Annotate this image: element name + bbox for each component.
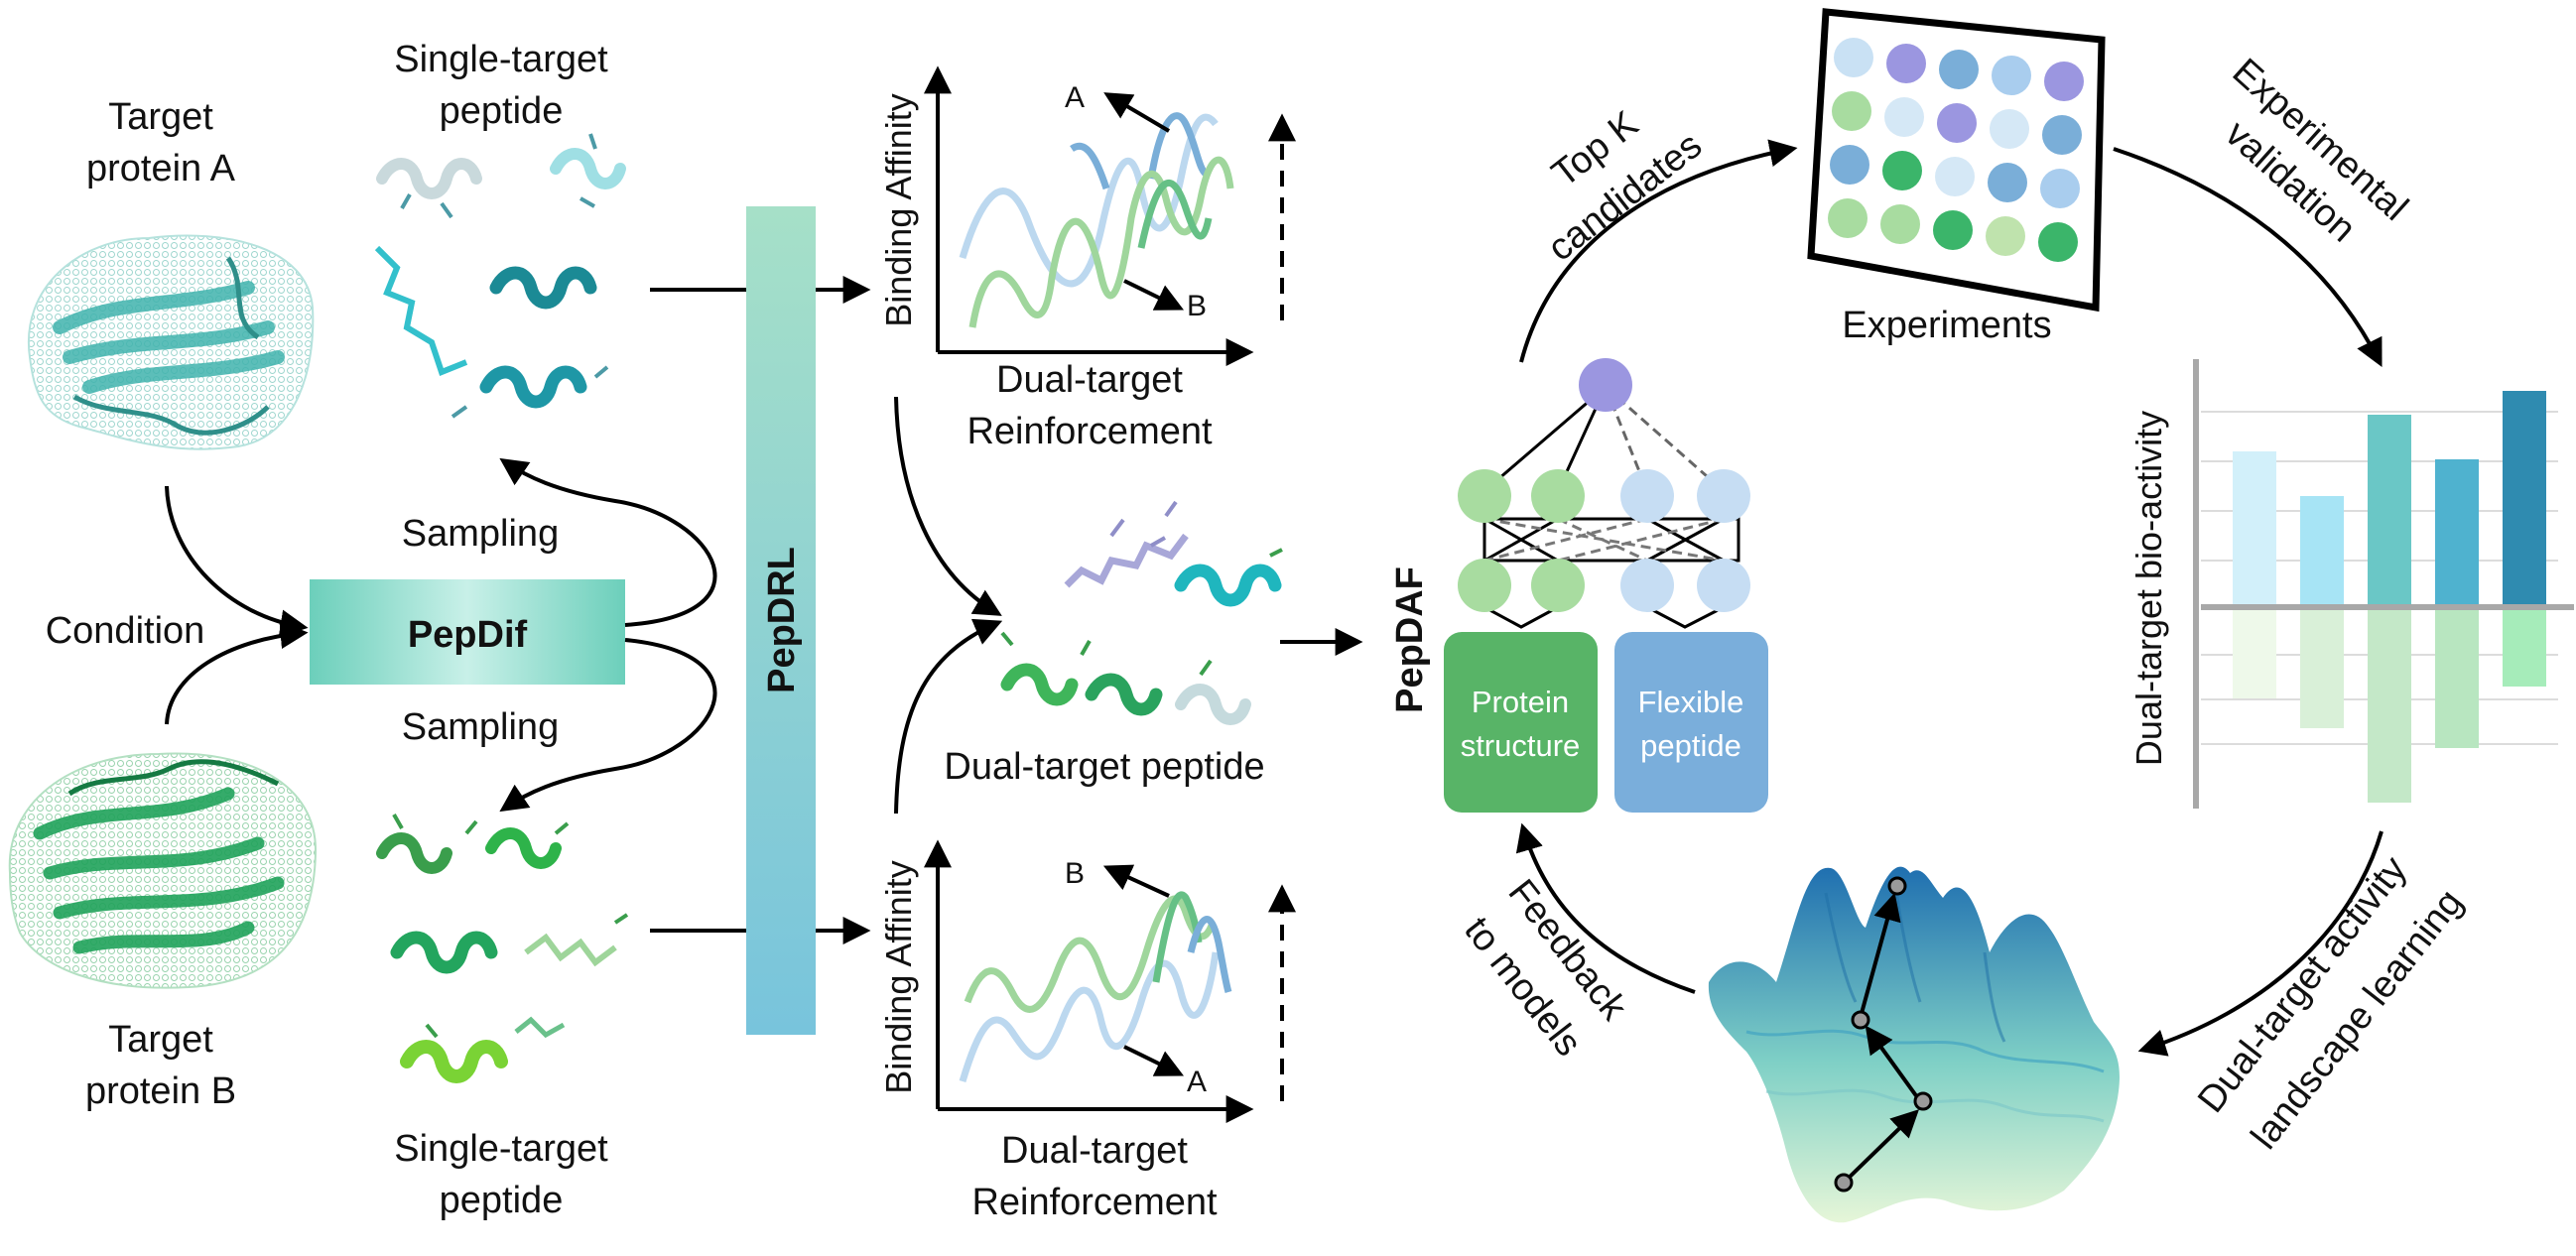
- plot-top-marker-up: A: [1065, 81, 1085, 114]
- plot-top-arrow-up: [1103, 92, 1171, 133]
- plot-top-xlabel-line2: Reinforcement: [966, 411, 1213, 452]
- plot-bottom-curve-green-dark: [1152, 891, 1203, 983]
- single-target-peptides-bottom-icon: [376, 814, 629, 1083]
- protein-structure-label-line2: structure: [1461, 728, 1581, 763]
- plot-bottom-marker-up: B: [1065, 857, 1085, 890]
- protein-b-label-line1: Target: [108, 1019, 213, 1061]
- arrow-pepdif-to-top-peptides: [499, 457, 717, 627]
- arrow-protein-b-to-pepdif: [165, 621, 309, 725]
- plot-bottom-arrow-down: [1123, 1045, 1185, 1076]
- protein-structure-a-icon: [27, 234, 315, 450]
- single-target-top-line2: peptide: [440, 90, 564, 132]
- plot-top-ylabel: Binding Affinity: [878, 93, 919, 327]
- bio-bar-4: [2435, 459, 2479, 607]
- plot-top-curve-blue: [1070, 112, 1209, 190]
- bio-bar-neg-4: [2435, 609, 2479, 748]
- protein-b-label-line2: protein B: [85, 1070, 236, 1112]
- plot-top-arrow-down: [1123, 279, 1185, 311]
- pepdrl-bar: [746, 206, 816, 1035]
- condition-label: Condition: [46, 610, 205, 652]
- binding-affinity-plot-top: Binding Affinity A B Dual-target Reinfor…: [878, 65, 1296, 452]
- arrow-landscape-to-pepdaf: [1515, 822, 1696, 994]
- pepdif-label: PepDif: [408, 614, 528, 656]
- sampling-top-label: Sampling: [402, 513, 559, 555]
- protein-structure-box: [1444, 632, 1598, 813]
- experiments-label: Experiments: [1842, 305, 2051, 346]
- plot-top-xlabel-line1: Dual-target: [996, 359, 1183, 401]
- flexible-peptide-box: [1614, 632, 1768, 813]
- plot-top-curve-green-dark: [1137, 180, 1213, 249]
- pepdif-box: [310, 579, 625, 685]
- arrow-experiments-to-validation: [2113, 147, 2383, 367]
- bio-bar-2: [2300, 496, 2344, 607]
- arrow-bottom-plot-to-dual: [894, 618, 1003, 815]
- protein-structure-b-icon: [8, 752, 318, 989]
- sampling-bottom-label: Sampling: [402, 706, 559, 748]
- bio-bar-5: [2503, 391, 2546, 607]
- dual-target-peptides-icon: [1000, 500, 1283, 725]
- single-target-bottom-line2: peptide: [440, 1180, 564, 1221]
- single-target-peptides-top-icon: [374, 133, 626, 419]
- bioactivity-bar-chart: Dual-target bio-activity: [2128, 359, 2574, 809]
- bio-bar-neg-1: [2233, 609, 2276, 698]
- well-plate-icon: [1807, 8, 2106, 313]
- arrow-protein-a-to-pepdif: [165, 485, 309, 638]
- bio-bar-neg-3: [2368, 609, 2411, 803]
- plot-bottom-curve-green: [964, 895, 1217, 1013]
- bio-bar-neg-2: [2300, 609, 2344, 728]
- plot-bottom-marker-down: A: [1187, 1066, 1207, 1098]
- activity-landscape-icon: [1708, 866, 2120, 1223]
- plot-top-curve-green: [968, 156, 1234, 328]
- plot-bottom-curve-light-blue: [959, 951, 1220, 1083]
- protein-structure-label-line1: Protein: [1472, 685, 1569, 719]
- bio-bar-neg-5: [2503, 609, 2546, 687]
- arrow-pepdaf-to-experiments: [1519, 139, 1798, 363]
- bioactivity-axis-label: Dual-target bio-activity: [2128, 411, 2169, 766]
- protein-a-label-line2: protein A: [86, 148, 236, 189]
- pepdaf-label: PepDAF: [1389, 566, 1431, 713]
- flexible-peptide-label-line1: Flexible: [1638, 685, 1744, 719]
- plot-top-marker-down: B: [1187, 290, 1207, 322]
- single-target-top-line1: Single-target: [394, 39, 608, 80]
- arrow-top-plot-to-dual: [894, 396, 1002, 616]
- bio-bar-1: [2233, 451, 2276, 607]
- arrow-pepdif-to-bottom-peptides: [499, 638, 717, 813]
- binding-affinity-plot-bottom: Binding Affinity B A Dual-target Reinfor…: [878, 839, 1296, 1223]
- plot-bottom-curve-blue: [1187, 916, 1232, 994]
- plot-top-curve-light-blue: [959, 113, 1219, 288]
- bio-bar-3: [2368, 415, 2411, 607]
- arrow-bioactivity-to-landscape: [2137, 830, 2383, 1057]
- single-target-bottom-line1: Single-target: [394, 1128, 608, 1170]
- plot-bottom-xlabel-line2: Reinforcement: [971, 1182, 1218, 1223]
- pepdrl-label: PepDRL: [761, 547, 803, 693]
- dual-target-peptide-label: Dual-target peptide: [944, 746, 1264, 788]
- plot-bottom-xlabel-line1: Dual-target: [1001, 1130, 1188, 1172]
- protein-a-label-line1: Target: [108, 96, 213, 138]
- plot-bottom-arrow-up: [1102, 864, 1170, 898]
- plot-bottom-ylabel: Binding Affinity: [878, 860, 919, 1094]
- pepdaf-network-icon: [1458, 358, 1750, 629]
- flexible-peptide-label-line2: peptide: [1640, 728, 1741, 763]
